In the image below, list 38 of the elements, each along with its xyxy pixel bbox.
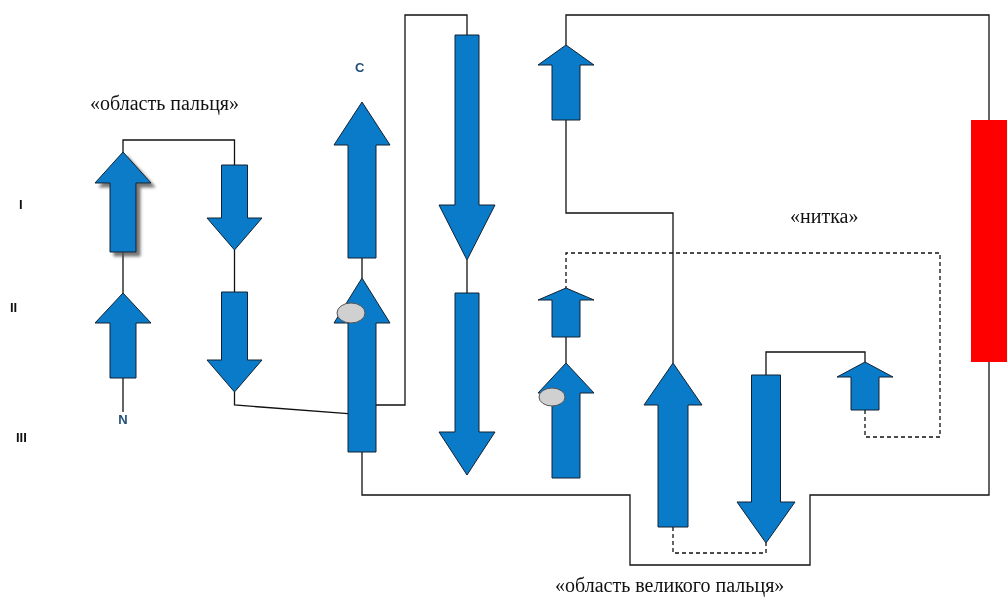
connector-line: [361, 361, 990, 566]
strand-arrow: [538, 363, 594, 478]
strand-arrow: [95, 152, 151, 252]
strand-arrow: [334, 102, 390, 258]
layer-label: III: [16, 430, 27, 445]
region-label: «область великого пальця»: [555, 574, 785, 597]
connector-line: [565, 336, 567, 364]
strand-arrow: [538, 288, 594, 337]
connector-line: [122, 139, 236, 166]
connector-line: [233, 391, 349, 415]
connector-line: [375, 14, 468, 406]
terminus-label: C: [355, 60, 365, 75]
region-label: «нитка»: [790, 205, 859, 228]
layer-label: II: [10, 300, 18, 315]
strand-arrow: [95, 293, 151, 378]
strand-arrow: [207, 292, 262, 392]
strand-arrow: [538, 45, 594, 120]
connector-line: [466, 259, 468, 294]
strand-arrow: [207, 165, 262, 250]
strand-arrow: [644, 363, 702, 527]
connector-line: [122, 377, 124, 413]
terminus-label: N: [113, 412, 133, 432]
connector-line: [361, 257, 363, 279]
connector-line: [233, 249, 236, 293]
connector-line: [765, 351, 866, 376]
strand-arrow: [439, 35, 495, 260]
helix-bar: [971, 120, 1007, 362]
region-label: «область пальця»: [90, 92, 240, 115]
connector-line: [565, 119, 674, 364]
connector-line: [565, 252, 941, 438]
strand-arrow: [334, 278, 390, 452]
connector-line: [565, 14, 990, 121]
connector-line: [122, 251, 124, 294]
layer-label: I: [19, 197, 23, 212]
strand-arrow: [837, 362, 893, 410]
strand-arrow: [439, 293, 495, 475]
strand-arrow: [737, 375, 795, 543]
connector-line: [672, 526, 767, 554]
